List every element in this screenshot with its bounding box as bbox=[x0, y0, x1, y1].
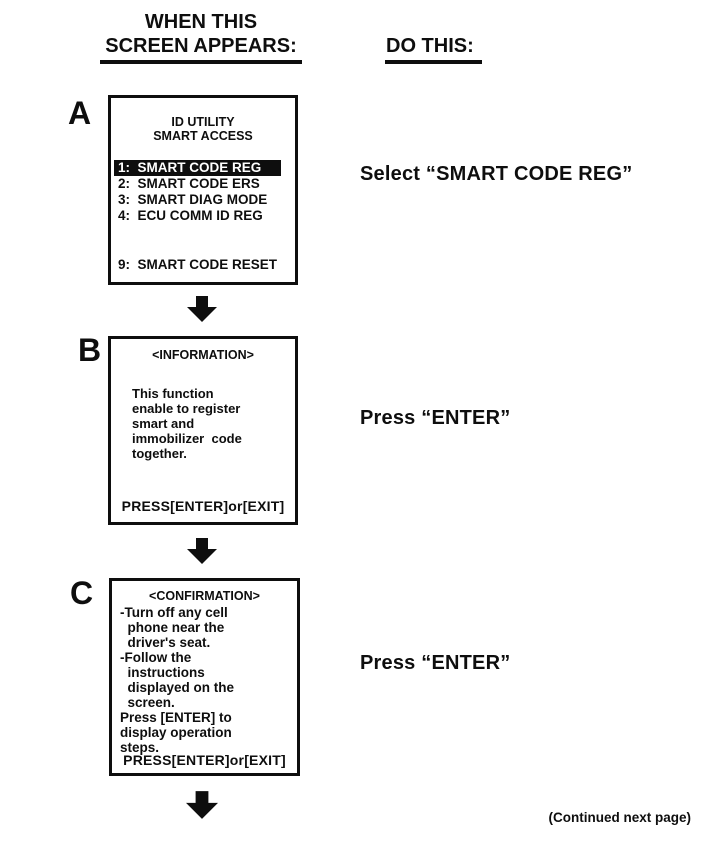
heading-underline bbox=[100, 60, 302, 64]
screen-b-press-enter-exit-label: PRESS[ENTER]or[EXIT] bbox=[121, 498, 285, 514]
step-label-b: B bbox=[78, 332, 102, 368]
screen-b-body: This function enable to register smart a… bbox=[132, 386, 242, 461]
screen-c-title: <CONFIRMATION> bbox=[149, 589, 260, 603]
menu-item-ecu-comm-id-reg: 4: ECU COMM ID REG bbox=[118, 208, 263, 223]
heading-underline bbox=[385, 60, 482, 64]
instruction-step-a: Select “SMART CODE REG” bbox=[360, 163, 633, 185]
screen-b-title: <INFORMATION> bbox=[152, 348, 254, 362]
screen-a-menu: 1: SMART CODE REG 2: SMART CODE ERS 3: S… bbox=[114, 160, 281, 224]
screen-a-id-utility-menu: ID UTILITY SMART ACCESS 1: SMART CODE RE… bbox=[108, 95, 298, 285]
screen-c-confirmation: <CONFIRMATION> -Turn off any cell phone … bbox=[109, 578, 300, 776]
step-label-a: A bbox=[68, 95, 92, 131]
continued-next-page-note: (Continued next page) bbox=[548, 810, 692, 825]
instruction-step-c: Press “ENTER” bbox=[360, 652, 511, 674]
step-label-c: C bbox=[70, 575, 94, 611]
down-arrow-icon bbox=[186, 791, 218, 819]
menu-item-smart-diag-mode: 3: SMART DIAG MODE bbox=[118, 192, 268, 207]
screen-b-information: <INFORMATION> This function enable to re… bbox=[108, 336, 298, 525]
screen-c-press-enter-exit-label: PRESS[ENTER]or[EXIT] bbox=[123, 752, 286, 768]
instruction-step-b: Press “ENTER” bbox=[360, 407, 511, 429]
screen-a-title: ID UTILITY SMART ACCESS bbox=[153, 115, 253, 143]
menu-item-smart-code-ers: 2: SMART CODE ERS bbox=[118, 176, 260, 191]
menu-item-smart-code-reset: 9: SMART CODE RESET bbox=[118, 257, 278, 272]
screen-c-body: -Turn off any cell phone near the driver… bbox=[120, 605, 235, 755]
when-this-screen-appears-heading: WHEN THIS SCREEN APPEARS: bbox=[105, 11, 297, 57]
down-arrow-icon bbox=[187, 538, 217, 564]
do-this-heading: DO THIS: bbox=[386, 35, 474, 57]
menu-item-smart-code-reg-highlighted: 1: SMART CODE REG bbox=[114, 160, 281, 176]
down-arrow-icon bbox=[187, 296, 217, 322]
